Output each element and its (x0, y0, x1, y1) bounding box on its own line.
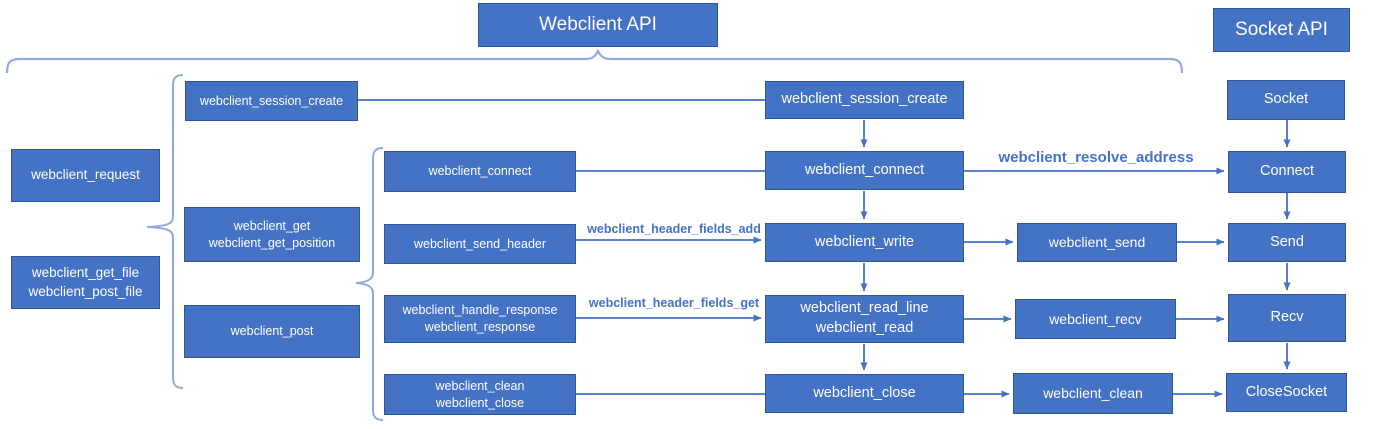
node-socket-closesocket: CloseSocket (1226, 373, 1347, 412)
node-webclient-post: webclient_post (184, 305, 360, 358)
arrow-label-header-fields-add: webclient_header_fields_add (587, 222, 761, 236)
bracket-middle-group (355, 147, 384, 421)
node-webclient-get-post-file: webclient_get_file webclient_post_file (11, 256, 160, 309)
node-webclient-session-create-left: webclient_session_create (185, 81, 358, 121)
node-webclient-connect-center: webclient_connect (765, 151, 964, 190)
node-webclient-clean: webclient_clean (1013, 373, 1173, 414)
node-webclient-connect-small: webclient_connect (384, 151, 576, 192)
arrow-label-header-fields-get: webclient_header_fields_get (588, 296, 760, 310)
brace-webclient-api (5, 48, 1184, 74)
node-webclient-handle-response: webclient_handle_response webclient_resp… (384, 295, 576, 343)
header-webclient-api: Webclient API (478, 3, 718, 47)
node-webclient-close: webclient_close (765, 374, 964, 413)
node-socket: Socket (1227, 80, 1345, 120)
node-webclient-read: webclient_read_line webclient_read (765, 295, 964, 343)
node-webclient-write: webclient_write (765, 223, 964, 262)
node-socket-recv: Recv (1228, 294, 1346, 342)
node-webclient-send: webclient_send (1017, 223, 1177, 262)
arrow-label-resolve-address: webclient_resolve_address (998, 149, 1194, 166)
node-webclient-recv: webclient_recv (1015, 299, 1176, 339)
node-socket-connect: Connect (1228, 151, 1346, 193)
node-webclient-clean-close: webclient_clean webclient_close (384, 374, 576, 415)
header-socket-api: Socket API (1213, 8, 1350, 52)
node-webclient-request: webclient_request (11, 149, 160, 202)
node-webclient-get-position: webclient_get webclient_get_position (184, 207, 360, 262)
bracket-left-group (146, 74, 184, 389)
node-webclient-session-create-center: webclient_session_create (765, 81, 964, 119)
node-webclient-send-header: webclient_send_header (384, 224, 576, 264)
node-socket-send: Send (1228, 223, 1346, 262)
